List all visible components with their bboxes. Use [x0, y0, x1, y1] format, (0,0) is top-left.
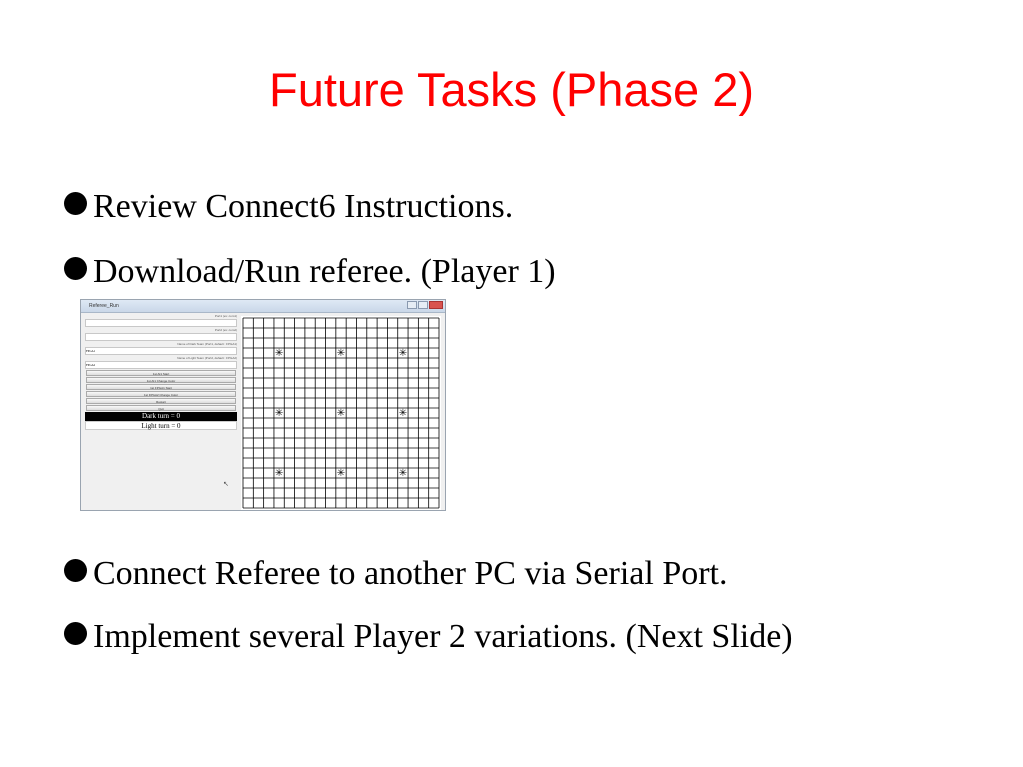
star-point-icon: ✳: [275, 408, 283, 419]
slide-title: Future Tasks (Phase 2): [268, 63, 754, 116]
ai1-start-button: 1st AI1 Start: [86, 370, 236, 376]
star-point-icon: ✳: [399, 468, 407, 479]
bullet-item: Download/Run referee. (Player 1): [64, 255, 556, 289]
light-team-input: FPGA2: [85, 361, 237, 369]
dark-team-input: FPGA1: [85, 347, 237, 355]
restart-button: Restart: [86, 398, 236, 404]
light-turn-status: Light turn = 0: [85, 421, 237, 430]
field-label: Name of Dark Team (Port1, default : FPGA…: [177, 342, 237, 346]
bullet-text: Implement several Player 2 variations. (…: [93, 618, 793, 655]
bullet-item: Connect Referee to another PC via Serial…: [64, 557, 728, 591]
star-point-icon: ✳: [399, 408, 407, 419]
quit-button: Quit: [86, 405, 236, 411]
window-title: Referee_Run: [81, 300, 445, 313]
referee-control-panel: Port1 (ex: com1) Port2 (ex: com2) Name o…: [85, 314, 237, 510]
bullet-dot-icon: [64, 257, 87, 280]
star-point-icon: ✳: [275, 468, 283, 479]
field-label: Port1 (ex: com1): [214, 314, 237, 318]
minimize-icon: [407, 301, 417, 309]
star-point-icon: ✳: [275, 348, 283, 359]
referee-screenshot: Referee_Run Port1 (ex: com1) Port2 (ex: …: [80, 299, 446, 511]
bullet-dot-icon: [64, 559, 87, 582]
star-point-icon: ✳: [337, 408, 345, 419]
port2-input: [85, 333, 237, 341]
field-label: Port2 (ex: com2): [214, 328, 237, 332]
bullet-item: Review Connect6 Instructions.: [64, 190, 513, 224]
bullet-dot-icon: [64, 192, 87, 215]
star-point-icon: ✳: [399, 348, 407, 359]
maximize-icon: [418, 301, 428, 309]
bullet-item: Implement several Player 2 variations. (…: [64, 620, 793, 654]
star-point-icon: ✳: [337, 348, 345, 359]
mouse-cursor-icon: ↖: [223, 480, 229, 488]
bullet-dot-icon: [64, 622, 87, 645]
dark-turn-status: Dark turn = 0: [85, 412, 237, 421]
close-icon: [429, 301, 443, 309]
window-controls: [407, 301, 443, 309]
bullet-text: Download/Run referee. (Player 1): [93, 253, 556, 290]
fpga2-change-color-button: 1st FPGA2 Change Color: [86, 391, 236, 397]
fpga1-start-button: 1st FPGA1 Start: [86, 384, 236, 390]
connect6-board: ✳ ✳ ✳ ✳ ✳ ✳ ✳ ✳ ✳: [241, 316, 441, 510]
bullet-text: Connect Referee to another PC via Serial…: [93, 555, 728, 592]
port1-input: [85, 319, 237, 327]
field-label: Name of Light Team (Port2, default : FPG…: [177, 356, 237, 360]
ai1-change-color-button: 1st AI1 Change Color: [86, 377, 236, 383]
bullet-text: Review Connect6 Instructions.: [93, 188, 514, 225]
star-point-icon: ✳: [337, 468, 345, 479]
